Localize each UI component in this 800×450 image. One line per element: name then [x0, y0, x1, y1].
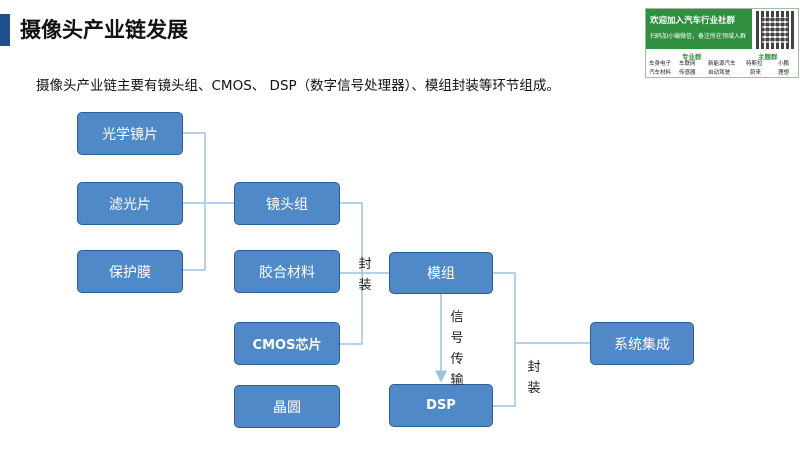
ad-header: 欢迎加入汽车行业社群 扫码加小编微信，备注所在领域入群 — [646, 9, 752, 49]
ad-cell: 蔚来 — [750, 70, 762, 76]
ad-title: 欢迎加入汽车行业社群 — [650, 16, 736, 26]
node-system-integration: 系统集成 — [590, 322, 694, 365]
edge-label-signal: 信号传输 — [450, 310, 464, 388]
qr-code-icon — [756, 11, 794, 49]
ad-cell: 自动驾驶 — [708, 70, 731, 76]
node-module: 模组 — [389, 252, 493, 294]
edge-label-package: 封装 — [358, 257, 372, 293]
page-subtitle: 摄像头产业链主要有镜头组、CMOS、 DSP（数字信号处理器）、模组封装等环节组… — [36, 78, 560, 94]
ad-col-header: 专业群 — [682, 53, 702, 61]
node-optical-lens: 光学镜片 — [77, 112, 183, 155]
ad-cell: 小鹏 — [778, 61, 790, 67]
ad-col-header: 主题群 — [758, 53, 778, 61]
ad-cell: 理想 — [778, 70, 790, 76]
node-wafer: 晶圆 — [234, 385, 340, 428]
ad-cell: 特斯拉 — [746, 61, 763, 67]
page-title: 摄像头产业链发展 — [20, 18, 188, 42]
node-lens-group: 镜头组 — [234, 182, 340, 225]
node-filter: 滤光片 — [77, 182, 183, 225]
connector-module-system — [493, 272, 516, 407]
edge-label-package: 封装 — [527, 360, 541, 396]
ad-subtitle: 扫码加小编微信，备注所在领域入群 — [650, 33, 747, 40]
ad-cell: 传感器 — [679, 70, 696, 76]
community-ad-banner[interactable]: 欢迎加入汽车行业社群 扫码加小编微信，备注所在领域入群 专业群 主题群 车身电子… — [645, 8, 799, 78]
node-dsp: DSP — [389, 384, 493, 427]
node-protective-film: 保护膜 — [77, 250, 183, 293]
node-cmos-chip: CMOS芯片 — [234, 322, 340, 365]
title-accent-bar — [0, 14, 10, 46]
ad-cell: 新能源汽车 — [708, 61, 736, 67]
ad-cell: 汽车材料 — [649, 70, 672, 76]
ad-cell: 车身电子 — [649, 61, 672, 67]
node-adhesive: 胶合材料 — [234, 250, 340, 293]
connector-optical-lens — [183, 132, 206, 271]
ad-cell: 车联网 — [679, 61, 696, 67]
